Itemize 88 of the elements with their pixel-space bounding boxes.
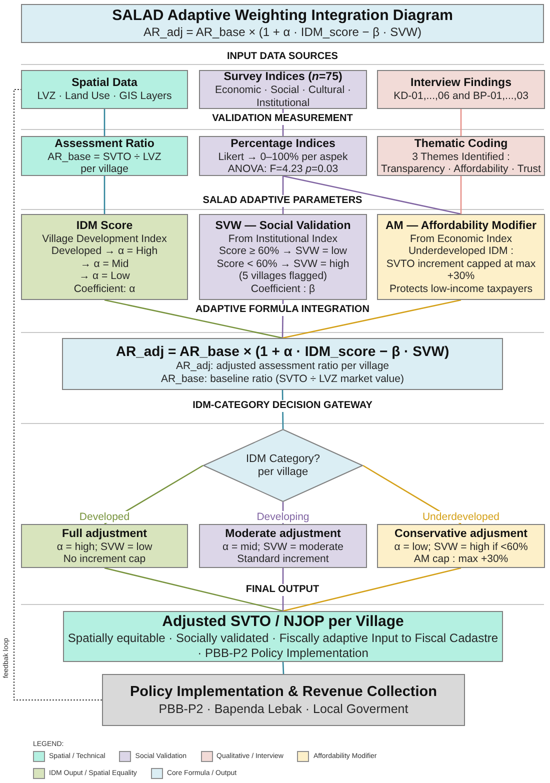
box-text: AR_base = SVTO ÷ LVZ <box>48 150 162 163</box>
box-heading: Moderate adjustment <box>225 526 341 540</box>
output-box <box>63 611 503 662</box>
box-text: AR_base: baseline ratio (SVTO ÷ LVZ market value) <box>161 372 404 385</box>
connector-line <box>104 176 106 214</box>
box-text: Transparency · Affordability · Trust <box>381 163 541 176</box>
process-box <box>199 136 367 176</box>
process-box <box>199 524 367 568</box>
box-text: Underdeveloped IDM : <box>408 245 514 258</box>
section-heading: VALIDATION MEASUREMENT <box>210 113 355 125</box>
feedback-loop-line <box>14 89 102 700</box>
process-box <box>377 214 545 300</box>
process-box <box>21 70 188 109</box>
box-text: Protects low-income taxpayers <box>390 282 532 296</box>
edge-label: Underdeveloped <box>420 511 502 523</box>
formula-heading: AR_adj = AR_base × (1 + α · IDM_score − β · SVW) <box>116 343 450 360</box>
section-heading: FINAL OUTPUT <box>244 584 322 596</box>
connector-line <box>282 662 284 674</box>
box-text: SVTO increment capped at max +30% <box>385 258 537 283</box>
box-heading: SVW — Social Validation <box>215 218 351 233</box>
section-heading: SALAD ADAPTIVE PARAMETERS <box>200 195 364 207</box>
box-text: Score < 60% → SVW = high <box>216 258 350 270</box>
process-box <box>377 70 545 109</box>
edge-label: Developed <box>77 511 132 523</box>
title-banner <box>21 4 544 43</box>
box-text: α = high; SVW = low <box>56 540 152 553</box>
process-box <box>21 136 188 176</box>
box-text: From Institutional Index <box>228 232 338 246</box>
box-heading: Policy Implementation & Revenue Collection <box>130 683 437 701</box>
decision-diamond <box>203 429 363 502</box>
box-text: α = low; SVW = high if <60% <box>394 540 528 553</box>
box-text: Score ≥ 60% → SVW = low <box>218 245 347 258</box>
process-box <box>21 214 188 300</box>
box-text: Spatially equitable · Socially validated · Fiscally adaptive Input to Fiscal Cadastre · PBB-P2 Policy Implementation <box>67 631 499 660</box>
box-text: ANOVA: F=4.23 p=0.03 <box>228 163 338 176</box>
connector-line <box>282 567 462 612</box>
connector-line <box>104 299 283 339</box>
box-text: α = mid; SVW = moderate <box>222 540 344 553</box>
connector-line <box>460 176 462 214</box>
box-text: Coefficient: α <box>74 282 136 296</box>
box-heading: Assessment Ratio <box>54 136 154 150</box>
connector-line <box>282 299 462 339</box>
process-box <box>102 674 465 726</box>
formula-text: AR_adj = AR_base × (1 + α · IDM_score − β · SVW) <box>144 25 422 40</box>
box-text: KD-01,...,06 and BP-01,...,03 <box>394 90 528 103</box>
connector-line <box>282 175 462 215</box>
box-text: AM cap : max +30% <box>414 553 508 566</box>
box-text: → α = Mid <box>80 258 129 270</box>
decision-text: IDM Category? <box>246 452 320 466</box>
box-heading: IDM Score <box>76 218 133 233</box>
formula-box <box>62 338 503 390</box>
connector-line <box>104 567 284 612</box>
decision-text: per village <box>258 466 308 478</box>
connector-line <box>460 109 462 136</box>
box-text: Standard increment <box>237 553 329 566</box>
box-text: Economic · Social · Cultural · Institutional <box>214 84 352 109</box>
process-box <box>377 136 545 176</box>
box-text: AR_adj: adjusted assessment ratio per village <box>176 360 390 372</box>
box-text: (5 villages flagged) <box>238 270 328 283</box>
box-heading: Interview Findings <box>410 76 512 90</box>
box-heading: SALAD Adaptive Weighting Integration Diagram <box>112 7 453 25</box>
section-heading: ADAPTIVE FORMULA INTEGRATION <box>194 304 372 316</box>
box-text: Coefficient : β <box>250 282 316 296</box>
section-heading: IDM-CATEGORY DECISION GATEWAY <box>190 400 374 412</box>
box-heading: AM — Affordability Modifier <box>386 218 536 233</box>
process-box <box>199 214 367 300</box>
box-text: per village <box>80 163 128 176</box>
box-text: Village Development Index <box>42 232 167 246</box>
box-text: From Economic Index <box>410 232 512 246</box>
box-text: → α = Low <box>79 270 130 283</box>
process-box <box>21 524 188 568</box>
box-text: 3 Themes Identified : <box>412 150 510 163</box>
box-text: LVZ · Land Use · GIS Layers <box>37 90 172 103</box>
box-heading: Thematic Coding <box>414 136 508 150</box>
process-box <box>199 70 367 109</box>
box-heading: Survey Indices (n=75) <box>224 70 342 84</box>
box-heading: Percentage Indices <box>230 136 336 150</box>
box-heading: Full adjustment <box>62 526 147 540</box>
edge-label: Developing <box>254 511 312 523</box>
connector-line <box>104 109 106 136</box>
box-text: Likert → 0–100% per aspek <box>218 150 348 163</box>
box-heading: Conservative adjusment <box>394 526 528 540</box>
box-text: No increment cap <box>63 553 146 566</box>
box-heading: Adjusted SVTO / NJOP per Village <box>162 613 404 631</box>
box-heading: Spatial Data <box>72 76 138 90</box>
box-text: PBB-P2 · Bapenda Lebak · Local Goverment <box>158 701 408 717</box>
box-text: Developed → α = High <box>51 245 158 258</box>
process-box <box>377 524 545 568</box>
